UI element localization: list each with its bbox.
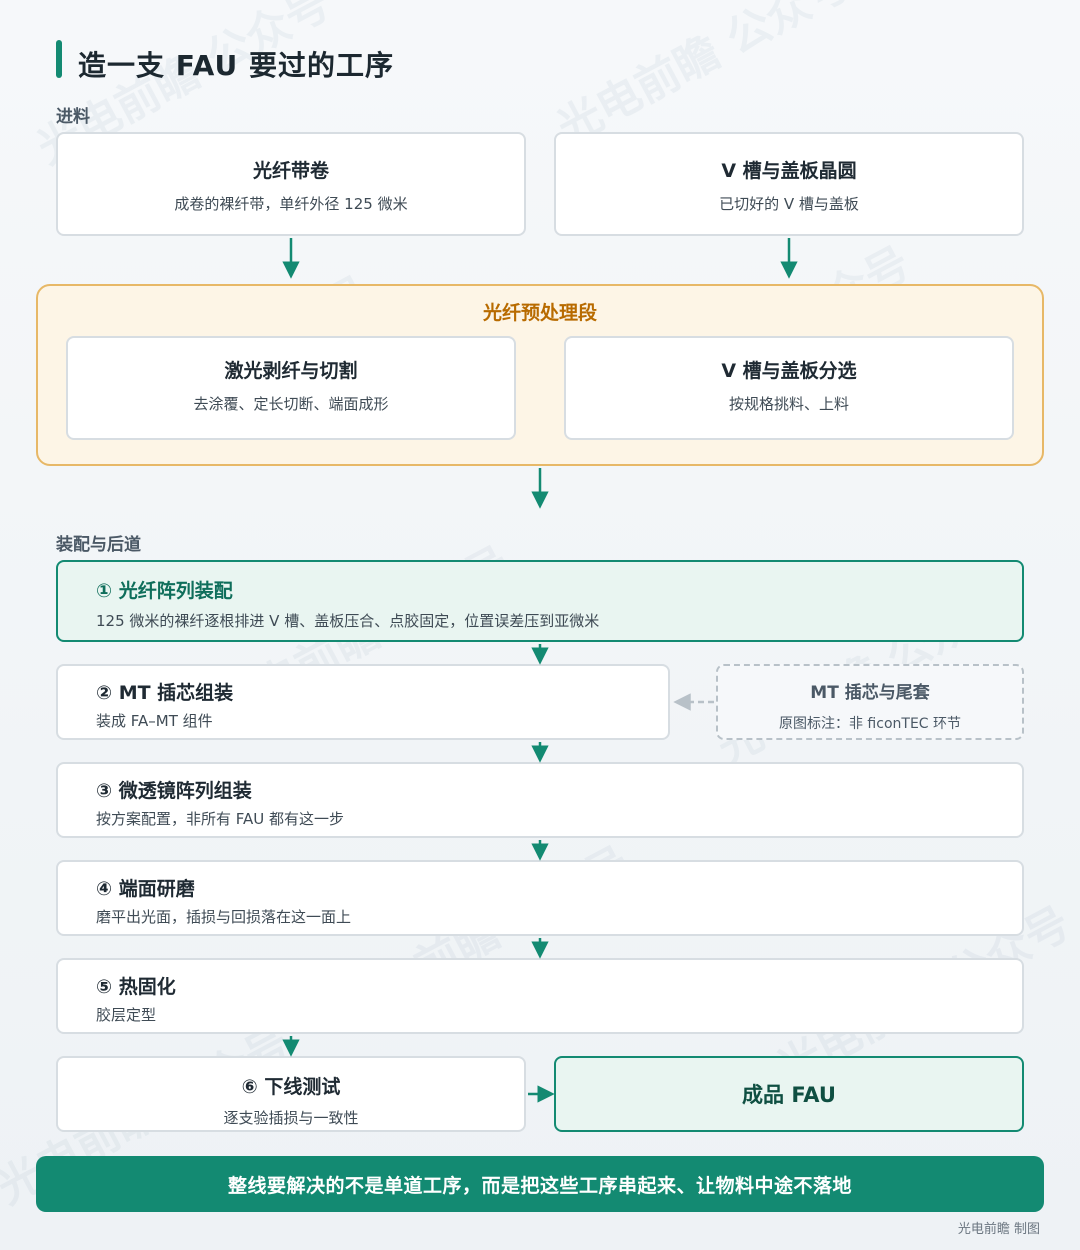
step-fiber-array-assembly: ① 光纤阵列装配 125 微米的裸纤逐根排进 V 槽、盖板压合、点胶固定，位置误… bbox=[56, 560, 1024, 642]
intake-card-fiber-reel: 光纤带卷 成卷的裸纤带，单纤外径 125 微米 bbox=[56, 132, 526, 236]
side-note-mt-ferrule-boot: MT 插芯与尾套 原图标注：非 ficonTEC 环节 bbox=[716, 664, 1024, 740]
card-desc: 成卷的裸纤带，单纤外径 125 微米 bbox=[174, 195, 408, 213]
step-title: ③ 微透镜阵列组装 bbox=[96, 780, 252, 802]
step-title: ② MT 插芯组装 bbox=[96, 682, 234, 704]
step-title: ⑤ 热固化 bbox=[96, 976, 176, 998]
preprocess-title: 光纤预处理段 bbox=[482, 302, 597, 324]
summary-banner-text: 整线要解决的不是单道工序，而是把这些工序串起来、让物料中途不落地 bbox=[227, 1174, 852, 1197]
final-product-box: 成品 FAU bbox=[554, 1056, 1024, 1132]
summary-banner: 整线要解决的不是单道工序，而是把这些工序串起来、让物料中途不落地 bbox=[36, 1156, 1044, 1212]
card-desc: 已切好的 V 槽与盖板 bbox=[719, 195, 859, 213]
step-desc: 按方案配置，非所有 FAU 都有这一步 bbox=[96, 810, 345, 828]
preprocess-card-vgroove-sort: V 槽与盖板分选 按规格挑料、上料 bbox=[564, 336, 1014, 440]
step-desc: 装成 FA–MT 组件 bbox=[96, 712, 213, 730]
step-title: ④ 端面研磨 bbox=[96, 878, 195, 900]
card-title: 光纤带卷 bbox=[252, 160, 329, 182]
step-desc: 逐支验插损与一致性 bbox=[223, 1109, 359, 1127]
step-title: ⑥ 下线测试 bbox=[241, 1076, 341, 1098]
step-desc: 胶层定型 bbox=[96, 1006, 157, 1024]
step-thermal-cure: ⑤ 热固化 胶层定型 bbox=[56, 958, 1024, 1034]
side-note-desc: 原图标注：非 ficonTEC 环节 bbox=[778, 716, 962, 732]
intake-card-vgroove-wafer: V 槽与盖板晶圆 已切好的 V 槽与盖板 bbox=[554, 132, 1024, 236]
side-note-title: MT 插芯与尾套 bbox=[810, 683, 930, 703]
preprocess-card-laser-strip: 激光剥纤与切割 去涂覆、定长切断、端面成形 bbox=[66, 336, 516, 440]
section-label-assembly: 装配与后道 bbox=[56, 535, 141, 555]
page-title: 造一支 FAU 要过的工序 bbox=[78, 49, 394, 82]
step-title: ① 光纤阵列装配 bbox=[96, 580, 233, 602]
card-title: V 槽与盖板晶圆 bbox=[721, 160, 857, 182]
card-desc: 按规格挑料、上料 bbox=[728, 395, 849, 413]
credit-text: 光电前瞻 制图 bbox=[957, 1222, 1040, 1237]
step-mt-ferrule-assembly: ② MT 插芯组装 装成 FA–MT 组件 bbox=[56, 664, 670, 740]
step-microlens-array: ③ 微透镜阵列组装 按方案配置，非所有 FAU 都有这一步 bbox=[56, 762, 1024, 838]
step-end-face-polishing: ④ 端面研磨 磨平出光面，插损与回损落在这一面上 bbox=[56, 860, 1024, 936]
final-product-label: 成品 FAU bbox=[742, 1083, 836, 1107]
card-title: V 槽与盖板分选 bbox=[721, 360, 857, 382]
card-desc: 去涂覆、定长切断、端面成形 bbox=[193, 395, 389, 413]
card-title: 激光剥纤与切割 bbox=[224, 360, 358, 382]
step-final-test: ⑥ 下线测试 逐支验插损与一致性 bbox=[56, 1056, 526, 1132]
section-label-intake: 进料 bbox=[56, 107, 90, 127]
step-desc: 125 微米的裸纤逐根排进 V 槽、盖板压合、点胶固定，位置误差压到亚微米 bbox=[96, 612, 600, 630]
step-desc: 磨平出光面，插损与回损落在这一面上 bbox=[96, 908, 352, 926]
title-accent-bar bbox=[56, 40, 62, 78]
